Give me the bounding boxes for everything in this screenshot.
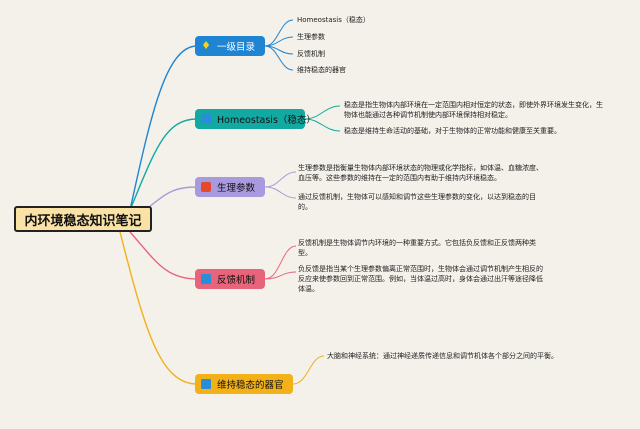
branch-label: 反馈机制 <box>217 275 256 286</box>
connector-leaf <box>264 186 297 199</box>
branch-label: 一级目录 <box>217 42 256 53</box>
root-topic[interactable]: 内环境稳态知识笔记 <box>14 206 152 232</box>
connector-leaf <box>264 45 294 71</box>
leaf-topic[interactable]: 稳态是维持生命活动的基础，对于生物体的正常功能和健康至关重要。 <box>344 127 561 135</box>
branch-topic-3[interactable]: 生理参数 <box>195 177 265 197</box>
leaf-topic[interactable]: Homeostasis（稳态） <box>297 16 370 24</box>
connector-branch-4 <box>129 231 198 280</box>
branch-label: 生理参数 <box>217 183 256 194</box>
branch-topic-4[interactable]: 反馈机制 <box>195 269 265 289</box>
connector-branch-2 <box>129 118 198 211</box>
leaf-topic[interactable]: 生理参数是指衡量生物体内部环境状态的物理或化学指标，如体温、血糖浓度、血压等。这… <box>298 164 543 182</box>
connector-leaf <box>264 245 297 280</box>
square-icon <box>201 114 211 124</box>
connector-leaf <box>304 105 341 120</box>
leaf-topic[interactable]: 通过反馈机制，生物体可以感知和调节这些生理参数的变化，以达到稳态的目的。 <box>298 193 536 211</box>
connector-leaf <box>264 271 297 280</box>
connector-leaf <box>292 355 325 385</box>
leaf-topic[interactable]: 负反馈是指当某个生理参数偏离正常范围时，生物体会通过调节机制产生相反的反应来使参… <box>298 265 543 293</box>
square-icon <box>201 379 211 389</box>
connector-leaf <box>264 19 294 47</box>
branch-topic-2[interactable]: Homeostasis（稳态） <box>195 109 316 129</box>
connector-branch-1 <box>129 45 198 211</box>
branch-label: 维持稳态的器官 <box>217 380 284 391</box>
connector-leaf <box>264 171 297 188</box>
connector-branch-5 <box>119 231 198 385</box>
branch-label: Homeostasis（稳态） <box>217 115 316 126</box>
leaf-topic[interactable]: 反馈机制 <box>297 50 325 58</box>
connector-leaf <box>304 118 341 132</box>
branch-topic-5[interactable]: 维持稳态的器官 <box>195 374 293 394</box>
diamond-icon: ♦ <box>201 39 211 52</box>
leaf-topic[interactable]: 生理参数 <box>297 33 325 41</box>
square-icon <box>201 274 211 284</box>
leaf-topic[interactable]: 大脑和神经系统：通过神经递质传递信息和调节机体各个部分之间的平衡。 <box>327 352 558 360</box>
leaf-topic[interactable]: 稳态是指生物体内部环境在一定范围内相对恒定的状态，即使外界环境发生变化，生物体也… <box>344 101 603 119</box>
leaf-topic[interactable]: 维持稳态的器官 <box>297 66 346 74</box>
branch-topic-1[interactable]: ♦ 一级目录 <box>195 36 265 56</box>
leaf-topic[interactable]: 反馈机制是生物体调节内环境的一种重要方式。它包括负反馈和正反馈两种类型。 <box>298 239 536 257</box>
red-square-icon <box>201 182 211 192</box>
